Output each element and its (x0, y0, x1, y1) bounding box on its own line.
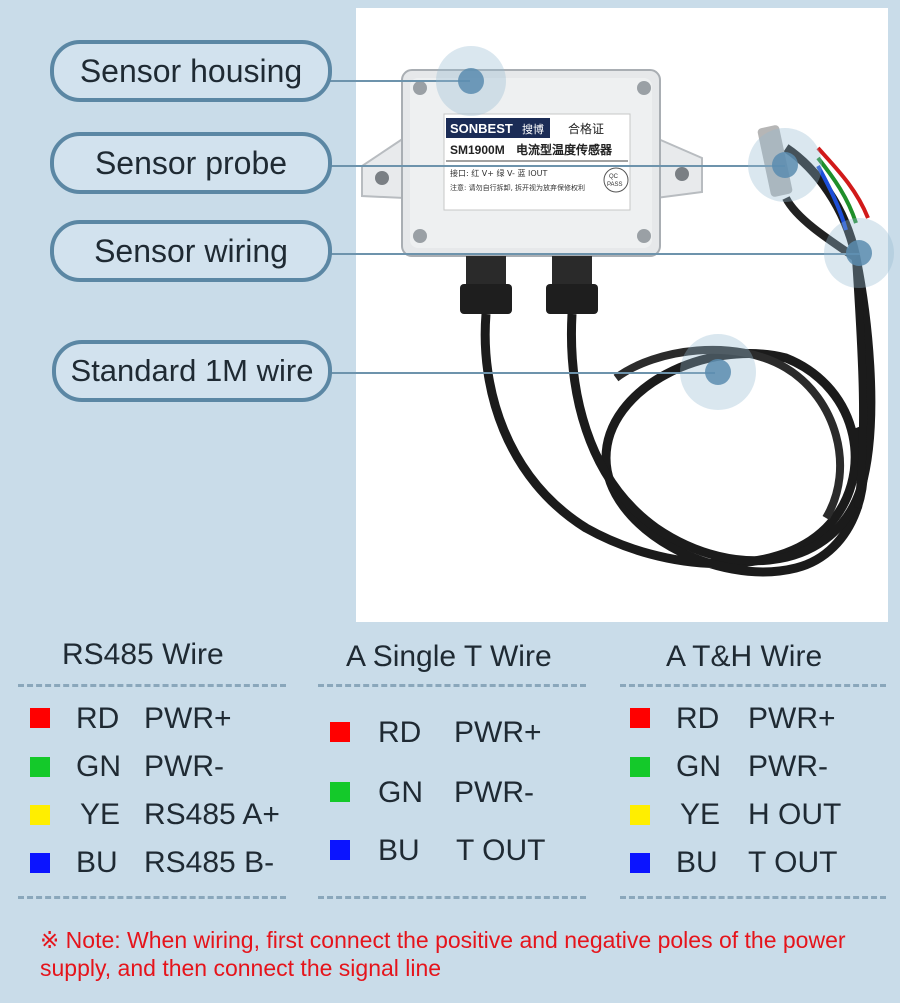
wire-function: H OUT (748, 798, 842, 831)
wire-function: T OUT (748, 846, 838, 879)
table-title-th: A T&H Wire (666, 640, 823, 673)
callout-label: Sensor probe (94, 144, 288, 181)
wire-color-code: BU (76, 846, 118, 879)
standard-wire-marker (680, 334, 756, 410)
wire-function: PWR- (144, 750, 224, 783)
wiring-note: ※ Note: When wiring, first connect the p… (40, 927, 846, 981)
wire-color-code: RD (76, 702, 120, 735)
divider (318, 684, 586, 687)
product-photo: SONBEST 搜博 合格证 SM1900M 电流型温度传感器 接口: 红 V+… (356, 8, 888, 622)
leader-probe (330, 165, 785, 167)
wire-color-code: RD (378, 716, 422, 749)
leader-wiring (330, 253, 860, 255)
color-swatch-blue (630, 853, 650, 873)
pass-mark: PASS (607, 182, 623, 188)
sensor-illustration: SONBEST 搜博 合格证 SM1900M 电流型温度传感器 接口: 红 V+… (361, 69, 876, 577)
brand-label: SONBEST (450, 121, 513, 136)
qualified-label: 合格证 (568, 121, 604, 136)
wire-color-code: GN (378, 776, 423, 809)
callout-label: Sensor housing (79, 52, 303, 89)
color-swatch-green (630, 757, 650, 777)
wire-function: RS485 B- (144, 846, 275, 879)
model-label: SM1900M (450, 143, 505, 157)
wire-function: PWR- (748, 750, 828, 783)
wire-function: PWR+ (454, 716, 542, 749)
divider (18, 896, 286, 899)
callout-standard-wire: Standard 1M wire (52, 340, 332, 402)
wire-color-code: RD (676, 702, 720, 735)
callout-sensor-probe: Sensor probe (50, 132, 332, 194)
probe-marker (748, 128, 822, 202)
wire-function: PWR+ (748, 702, 836, 735)
table-title-single-t: A Single T Wire (346, 640, 552, 673)
wire-color-code: GN (76, 750, 121, 783)
callout-label: Sensor wiring (94, 232, 288, 269)
color-swatch-yellow (630, 805, 650, 825)
divider (620, 684, 886, 687)
color-swatch-green (330, 782, 350, 802)
brand-cn-label: 搜博 (522, 122, 544, 136)
model-desc-label: 电流型温度传感器 (516, 142, 613, 157)
callout-sensor-housing: Sensor housing (50, 40, 332, 102)
divider (318, 896, 586, 899)
wire-function: RS485 A+ (144, 798, 280, 831)
callout-sensor-wiring: Sensor wiring (50, 220, 332, 282)
color-swatch-red (30, 708, 50, 728)
wire-function: T OUT (456, 834, 546, 867)
color-swatch-red (630, 708, 650, 728)
leader-standard-wire (330, 372, 715, 374)
wire-color-code: YE (80, 798, 121, 831)
table-title-rs485: RS485 Wire (62, 638, 224, 671)
divider (18, 684, 286, 687)
wiring-marker (824, 218, 894, 288)
color-swatch-green (30, 757, 50, 777)
color-swatch-blue (30, 853, 50, 873)
wire-color-code: BU (378, 834, 420, 867)
qc-mark: QC (609, 174, 619, 180)
wire-function: PWR- (454, 776, 534, 809)
color-swatch-blue (330, 840, 350, 860)
leader-housing (330, 80, 470, 82)
warning-line: 注意: 请勿自行拆卸, 拆开视为放弃保修权利 (450, 183, 585, 192)
color-swatch-red (330, 722, 350, 742)
wire-color-code: BU (676, 846, 718, 879)
wire-function: PWR+ (144, 702, 232, 735)
callout-label: Standard 1M wire (70, 353, 314, 388)
divider (620, 896, 886, 899)
color-swatch-yellow (30, 805, 50, 825)
wire-color-code: YE (680, 798, 721, 831)
housing-marker (436, 46, 506, 116)
wire-color-code: GN (676, 750, 721, 783)
interface-line: 接口: 红 V+ 绿 V- 蓝 IOUT (450, 168, 548, 178)
